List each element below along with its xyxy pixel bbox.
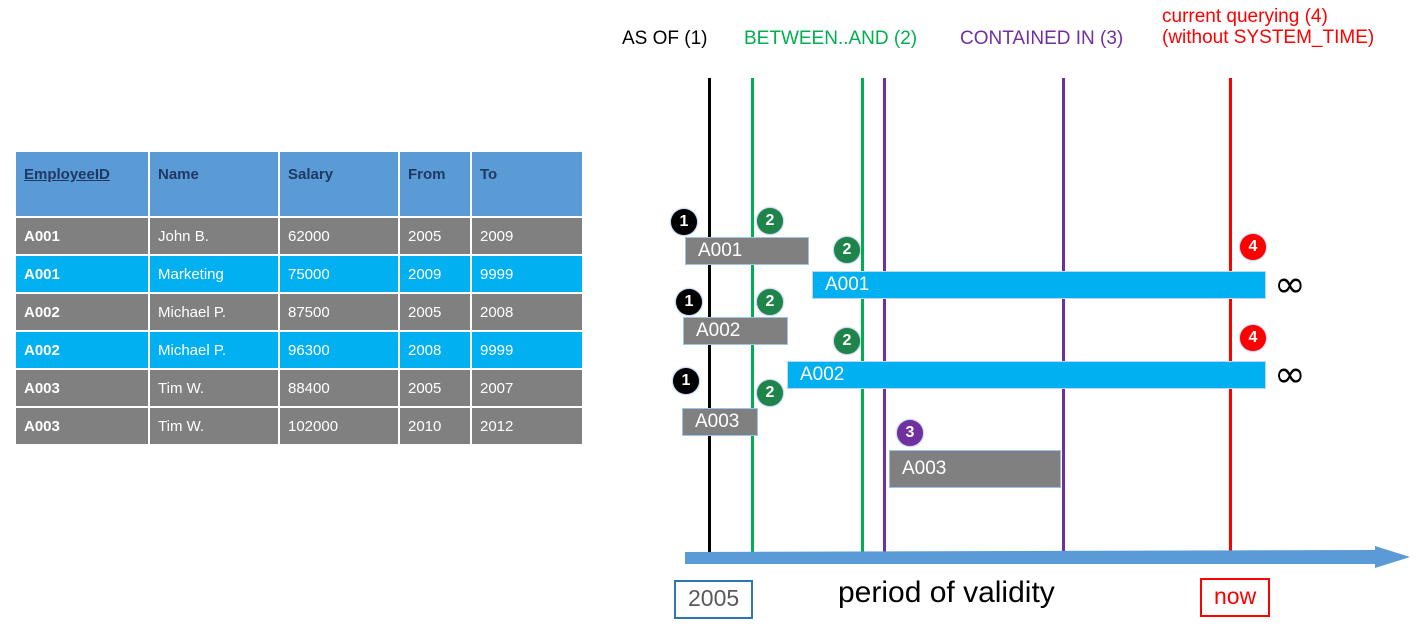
cell-from: 2005 xyxy=(400,294,470,330)
timeline-axis-arrow xyxy=(685,546,1410,568)
bar-a003-historical: A003 xyxy=(682,408,758,436)
cell-to: 9999 xyxy=(472,256,582,292)
cell-employeeid: A001 xyxy=(16,256,148,292)
marker-2-a003-start: 2 xyxy=(757,380,783,406)
table-row: A003 Tim W. 88400 2005 2007 xyxy=(16,370,582,406)
cell-to: 2009 xyxy=(472,218,582,254)
table-row: A001 Marketing 75000 2009 9999 xyxy=(16,256,582,292)
marker-1-a003: 1 xyxy=(673,368,699,394)
table-header-row: EmployeeID Name Salary From To xyxy=(16,152,582,216)
cell-salary: 62000 xyxy=(280,218,398,254)
cell-salary: 88400 xyxy=(280,370,398,406)
marker-4-a002: 4 xyxy=(1240,325,1266,351)
legend-current-line1: current querying (4) xyxy=(1162,6,1328,27)
cell-employeeid: A002 xyxy=(16,332,148,368)
column-header-salary: Salary xyxy=(280,152,398,216)
cell-from: 2008 xyxy=(400,332,470,368)
bar-a002-historical: A002 xyxy=(683,317,788,345)
cell-from: 2005 xyxy=(400,370,470,406)
bar-a001-historical: A001 xyxy=(685,237,809,265)
cell-from: 2009 xyxy=(400,256,470,292)
axis-start-label: 2005 xyxy=(674,580,754,619)
bar-a003-historical-2: A003 xyxy=(889,450,1061,488)
column-header-to: To xyxy=(472,152,582,216)
marker-1-a001: 1 xyxy=(671,209,697,235)
cell-employeeid: A002 xyxy=(16,294,148,330)
contained-end-line xyxy=(1062,78,1065,558)
cell-to: 2007 xyxy=(472,370,582,406)
table-row: A003 Tim W. 102000 2010 2012 xyxy=(16,408,582,444)
column-header-from: From xyxy=(400,152,470,216)
cell-name: Tim W. xyxy=(150,408,278,444)
column-header-employeeid-label: EmployeeID xyxy=(24,166,110,183)
axis-now-label: now xyxy=(1200,578,1271,617)
cell-from: 2005 xyxy=(400,218,470,254)
bar-a001-current: A001 xyxy=(812,271,1266,299)
cell-to: 2012 xyxy=(472,408,582,444)
cell-salary: 102000 xyxy=(280,408,398,444)
legend-between-and: BETWEEN..AND (2) xyxy=(744,28,918,49)
cell-to: 2008 xyxy=(472,294,582,330)
legend-contained-in: CONTAINED IN (3) xyxy=(960,28,1124,49)
bar-a002-current: A002 xyxy=(787,361,1266,389)
cell-employeeid: A003 xyxy=(16,370,148,406)
cell-name: Marketing xyxy=(150,256,278,292)
cell-name: Tim W. xyxy=(150,370,278,406)
cell-salary: 96300 xyxy=(280,332,398,368)
infinity-icon-a001: ∞ xyxy=(1274,262,1306,306)
cell-employeeid: A003 xyxy=(16,408,148,444)
marker-4-a001: 4 xyxy=(1240,234,1266,260)
contained-start-line xyxy=(883,78,886,558)
column-header-name-label: Name xyxy=(158,166,199,183)
cell-salary: 87500 xyxy=(280,294,398,330)
column-header-salary-label: Salary xyxy=(288,166,334,183)
axis-title: period of validity xyxy=(838,576,1055,609)
cell-name: Michael P. xyxy=(150,332,278,368)
cell-name: Michael P. xyxy=(150,294,278,330)
legend-current-line2: (without SYSTEM_TIME) xyxy=(1162,27,1375,49)
marker-2-a002-start: 2 xyxy=(757,289,783,315)
cell-employeeid: A001 xyxy=(16,218,148,254)
marker-2-a001-start: 2 xyxy=(757,208,783,234)
cell-salary: 75000 xyxy=(280,256,398,292)
marker-1-a002: 1 xyxy=(676,289,702,315)
infinity-icon-a002: ∞ xyxy=(1274,352,1306,396)
cell-to: 9999 xyxy=(472,332,582,368)
column-header-employeeid: EmployeeID xyxy=(16,152,148,216)
table-row: A001 John B. 62000 2005 2009 xyxy=(16,218,582,254)
column-header-to-label: To xyxy=(480,166,498,183)
table-row: A002 Michael P. 87500 2005 2008 xyxy=(16,294,582,330)
table-row: A002 Michael P. 96300 2008 9999 xyxy=(16,332,582,368)
now-line xyxy=(1229,78,1232,558)
cell-from: 2010 xyxy=(400,408,470,444)
employee-history-table: EmployeeID Name Salary From To A001 John… xyxy=(14,150,584,446)
cell-name: John B. xyxy=(150,218,278,254)
column-header-from-label: From xyxy=(408,166,446,183)
legend-as-of: AS OF (1) xyxy=(622,28,708,49)
marker-2-a001-current: 2 xyxy=(834,237,860,263)
column-header-name: Name xyxy=(150,152,278,216)
legend-current-querying: current querying (4) (without SYSTEM_TIM… xyxy=(1162,6,1374,49)
marker-2-a002-current: 2 xyxy=(834,328,860,354)
between-end-line xyxy=(861,78,864,558)
marker-3-a003: 3 xyxy=(897,420,923,446)
